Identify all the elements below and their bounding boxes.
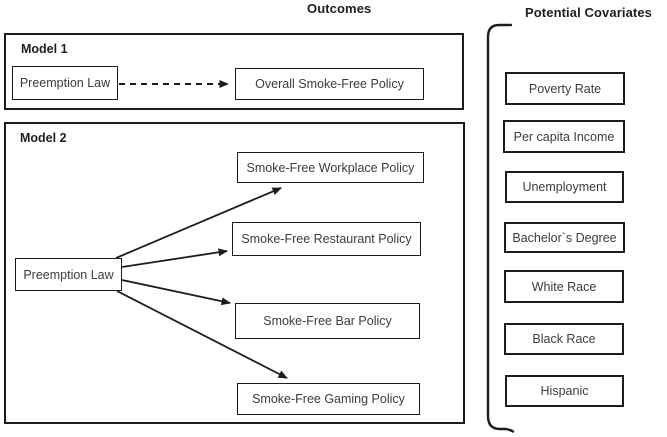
model2-restaurant-policy-box: Smoke-Free Restaurant Policy (232, 222, 421, 256)
covariate-box-per-capita-income: Per capita Income (503, 120, 625, 153)
model2-label: Model 2 (20, 131, 67, 145)
covariate-box-white-race: White Race (504, 270, 624, 303)
model2-bar-policy-box: Smoke-Free Bar Policy (235, 303, 420, 339)
covariate-box-bachelors-degree: Bachelor`s Degree (504, 222, 625, 253)
covariate-box-hispanic: Hispanic (505, 375, 624, 407)
model1-label: Model 1 (21, 42, 68, 56)
model2-preemption-law-box: Preemption Law (15, 258, 122, 291)
model2-frame: Model 2 Preemption Law Smoke-Free Workpl… (4, 122, 465, 424)
covariate-box-black-race: Black Race (504, 323, 624, 355)
outcomes-heading: Outcomes (307, 1, 372, 16)
model2-gaming-policy-box: Smoke-Free Gaming Policy (237, 383, 420, 415)
covariate-box-unemployment: Unemployment (505, 171, 624, 203)
model1-overall-policy-box: Overall Smoke-Free Policy (235, 68, 424, 100)
covariate-box-poverty-rate: Poverty Rate (505, 72, 625, 105)
potential-covariates-heading: Potential Covariates (525, 5, 652, 20)
model1-frame: Model 1 Preemption Law Overall Smoke-Fre… (4, 33, 464, 110)
model1-preemption-law-box: Preemption Law (12, 66, 118, 100)
model2-workplace-policy-box: Smoke-Free Workplace Policy (237, 152, 424, 183)
